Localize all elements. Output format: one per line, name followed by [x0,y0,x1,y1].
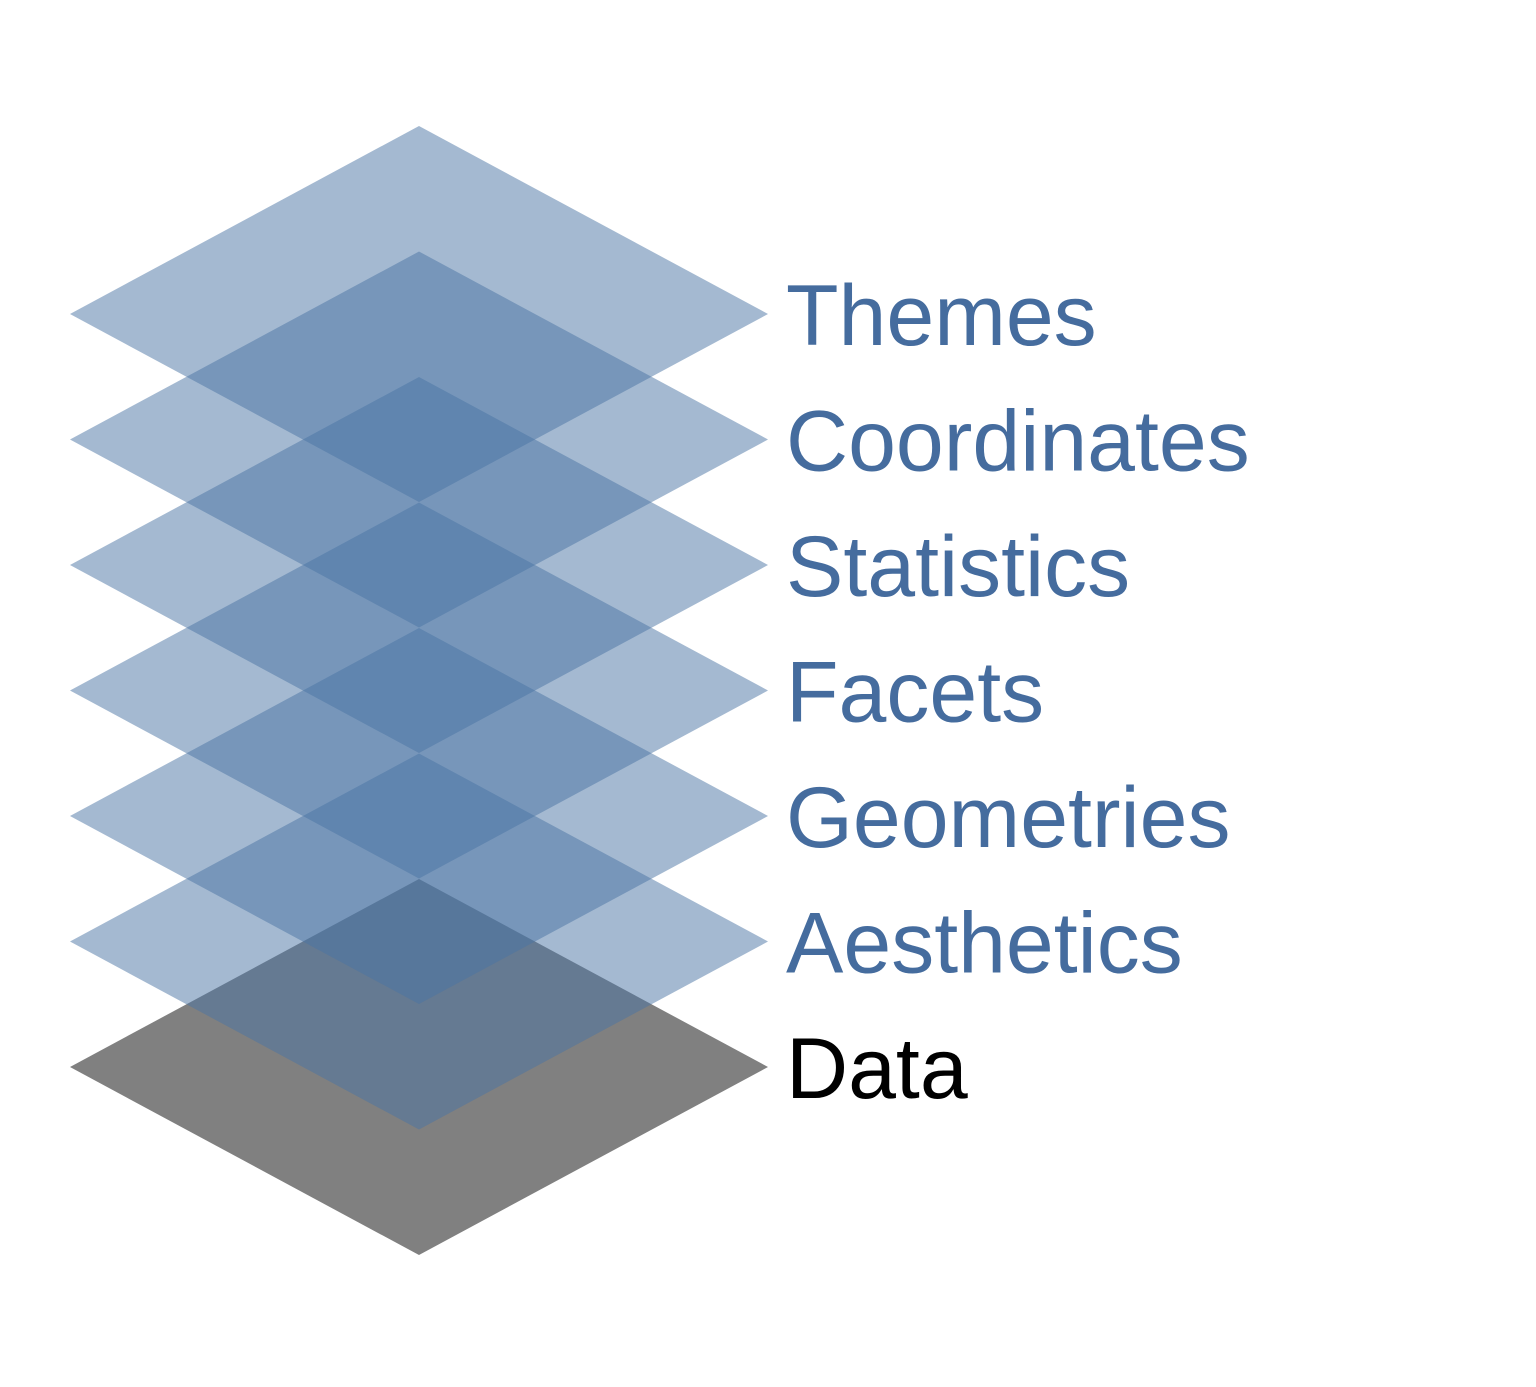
plane-themes [70,126,768,502]
label-aesthetics: Aesthetics [786,896,1183,992]
label-coordinates: Coordinates [786,394,1250,490]
label-data: Data [786,1021,968,1117]
label-themes: Themes [786,268,1097,364]
label-statistics: Statistics [786,519,1130,615]
label-facets: Facets [786,645,1044,741]
label-geometries: Geometries [786,770,1231,866]
